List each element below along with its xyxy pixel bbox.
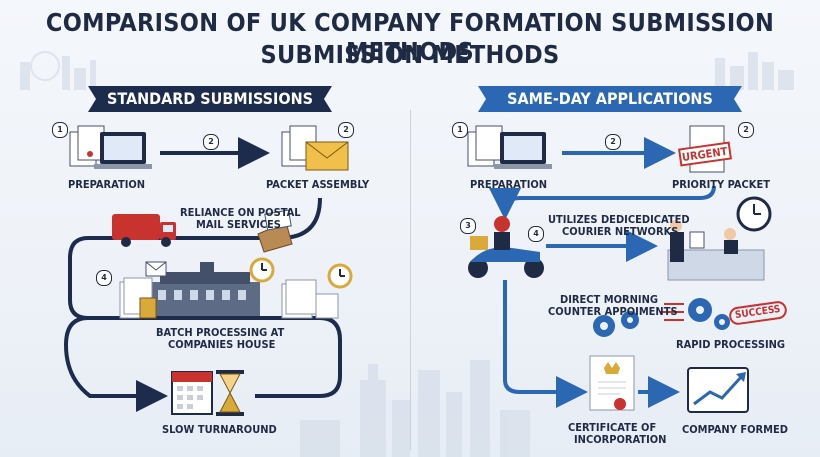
step-number-badge: 3 (460, 218, 476, 234)
sameday-banner: SAME-DAY APPLICATIONS (490, 86, 730, 112)
parcel-envelope-icon (257, 209, 293, 253)
courier-label-line2: COURIER NETWORKS (562, 225, 679, 238)
gears-icon (593, 298, 730, 337)
step-number-badge: 2 (338, 122, 354, 138)
hourglass-icon (216, 370, 244, 416)
speed-lines-icon (660, 303, 684, 321)
standard-banner: STANDARD SUBMISSIONS (100, 86, 320, 112)
packet-assembly-label: PACKET ASSEMBLY (266, 178, 370, 191)
rapid-processing-label: RAPID PROCESSING (676, 338, 786, 351)
companies-house-building-icon (150, 262, 260, 316)
postal-label-line1: RELIANCE ON POSTAL (180, 206, 301, 219)
certificate-icon (589, 355, 635, 411)
preparation-label: PREPARATION (470, 178, 548, 191)
envelope-icon (145, 261, 167, 277)
mail-van-icon (112, 214, 176, 247)
laptop-documents-icon (467, 125, 552, 169)
page-subtitle: SUBMISSION METHODS (260, 40, 560, 69)
clock-icon (249, 257, 275, 283)
office-counter-icon (667, 220, 765, 281)
step-number-badge: 2 (203, 134, 219, 150)
priority-packet-label: PRIORITY PACKET (672, 178, 770, 191)
center-divider (410, 110, 411, 450)
batch-label-line1: BATCH PROCESSING AT (156, 326, 285, 339)
priority-document-icon (678, 125, 732, 173)
page-title: COMPARISON OF UK COMPANY FORMATION SUBMI… (45, 8, 775, 66)
envelope-documents-icon (281, 125, 349, 171)
slow-turnaround-label: SLOW TURNAROUND (162, 423, 277, 436)
calendar-icon (171, 371, 213, 415)
step-number-badge: 2 (738, 122, 754, 138)
preparation-label: PREPARATION (68, 178, 146, 191)
step-number-badge: 2 (605, 134, 621, 150)
counter-label-line2: COUNTER APPOIMENTS (548, 305, 678, 318)
paper-stacks-icon (119, 277, 339, 319)
step-number-badge: 4 (528, 226, 544, 242)
wall-clock-icon (736, 196, 772, 232)
batch-label-line2: COMPANIES HOUSE (168, 338, 276, 351)
company-formed-label: COMPANY FORMED (682, 423, 788, 436)
clock-icon (327, 263, 353, 289)
laptop-documents-icon (69, 125, 152, 169)
certificate-label-line2: INCORPORATION (574, 433, 667, 446)
courier-label-line1: UTILIZES DEDICEDICATED (548, 213, 690, 226)
courier-scooter-icon (468, 216, 544, 278)
growth-chart-icon (687, 367, 749, 413)
step-number-badge: 1 (452, 122, 468, 138)
counter-label-line1: DIRECT MORNING (560, 293, 658, 306)
postal-label-line2: MAIL SERVICES (196, 218, 281, 231)
step-number-badge: 4 (96, 270, 112, 286)
sameday-flow-arrows (489, 137, 716, 408)
coins-icon (139, 297, 157, 319)
step-number-badge: 1 (52, 122, 68, 138)
certificate-label-line1: CERTIFICATE OF (568, 421, 657, 434)
